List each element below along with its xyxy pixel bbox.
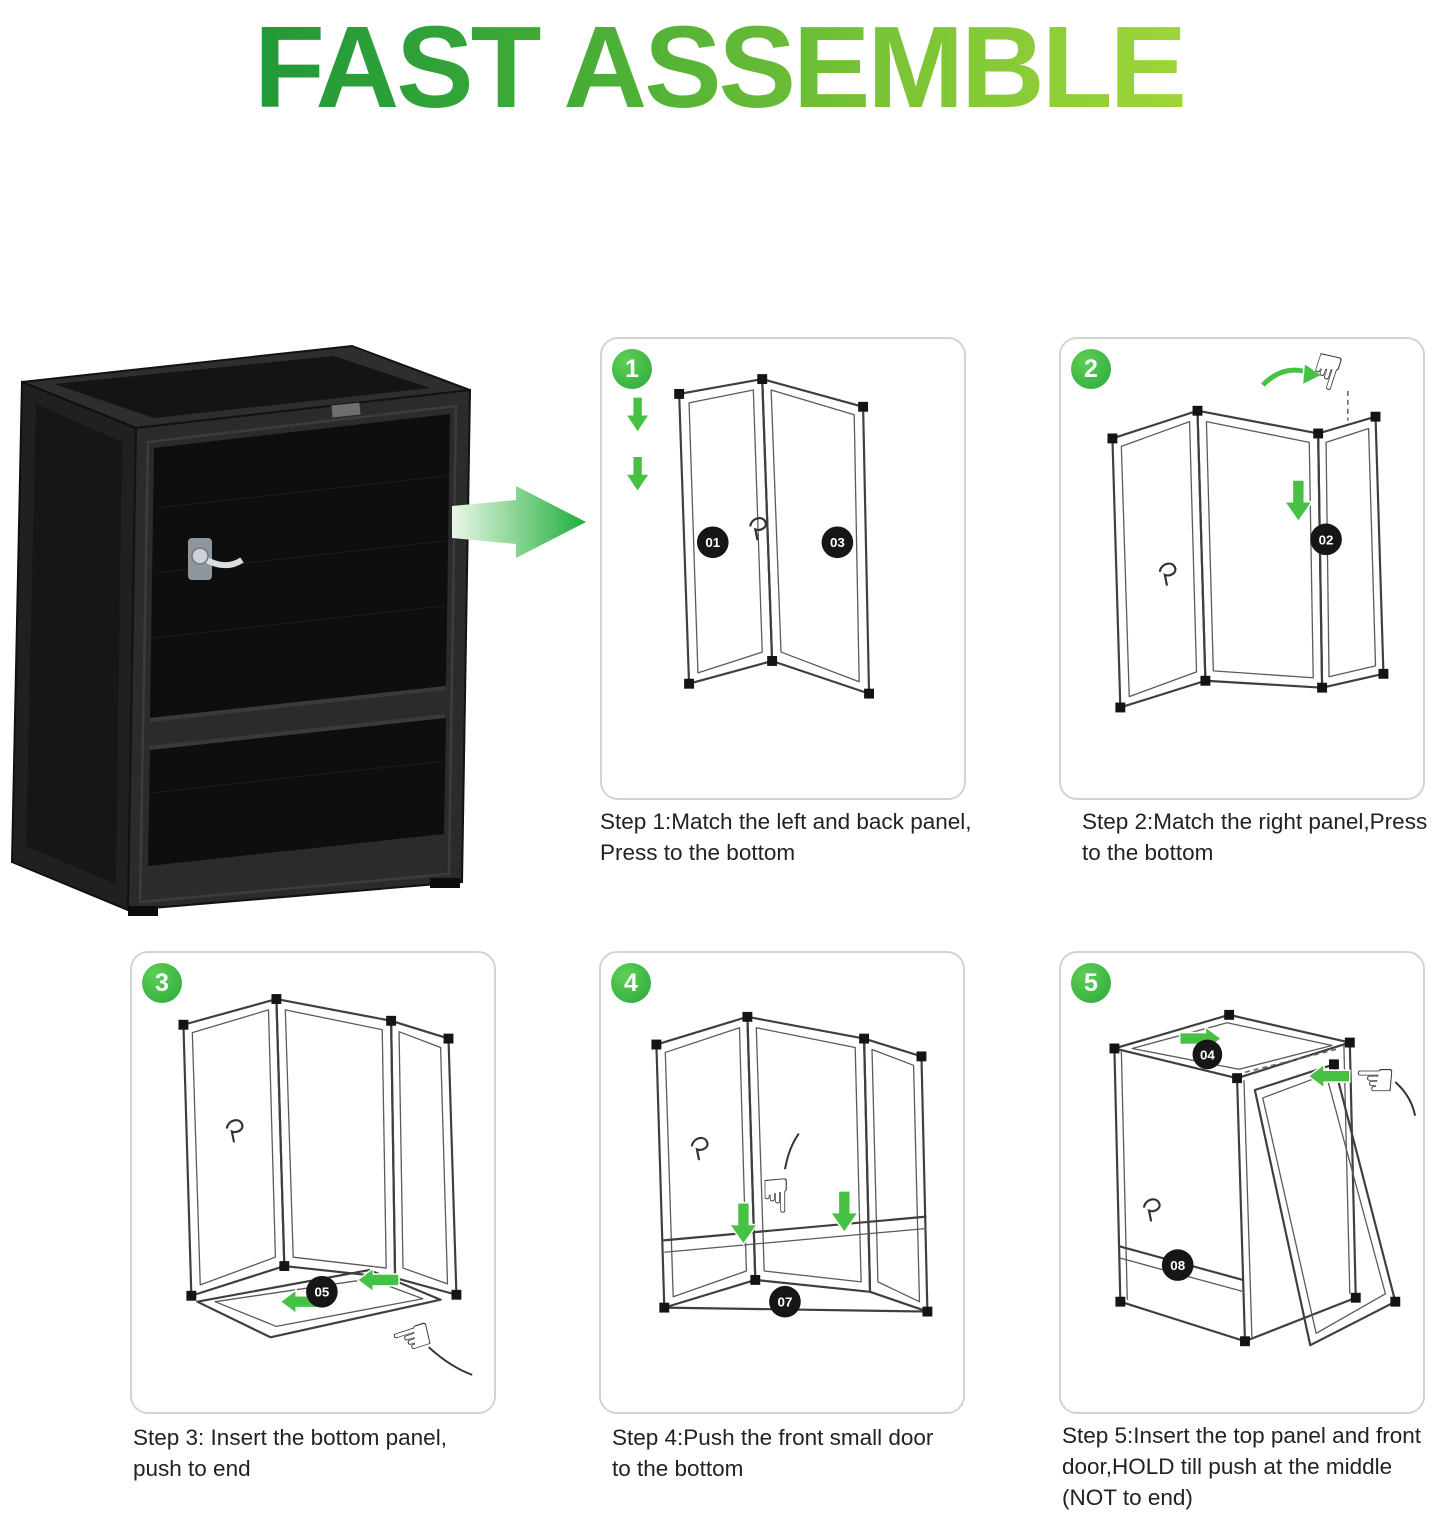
svg-text:03: 03 [830, 535, 845, 550]
upper-mesh-panel [150, 414, 450, 718]
panel-left [182, 997, 286, 1297]
press-down-arrows [728, 1190, 860, 1246]
caption-line: Step 2:Match the right panel,Press [1082, 809, 1428, 834]
caption-line: (NOT to end) [1062, 1485, 1193, 1510]
press-down-arrows [624, 396, 651, 494]
wrist-line [428, 1346, 473, 1376]
corner-connectors [1109, 1009, 1401, 1347]
step-5-badge: 5 [1071, 963, 1111, 1003]
corner-connectors [178, 994, 462, 1301]
panel-right [390, 1019, 458, 1296]
panel-back [761, 378, 871, 695]
caption-line: push to end [133, 1456, 251, 1481]
corner-connectors [651, 1011, 933, 1317]
cage-front-door [126, 388, 472, 912]
step-4-badge: 4 [611, 963, 651, 1003]
step-card-1: 1 01 03 [600, 337, 966, 800]
caption-line: door,HOLD till push at the middle [1062, 1454, 1393, 1479]
panel-back [1196, 409, 1324, 689]
svg-text:08: 08 [1170, 1258, 1185, 1273]
press-down-arrow [1283, 479, 1314, 523]
page-title: FAST ASSEMBLE [0, 0, 1438, 134]
panel-left [678, 378, 774, 685]
caption-line: Step 5:Insert the top panel and front [1062, 1423, 1422, 1448]
insert-guide-line [1244, 1047, 1341, 1073]
corner-connectors [1107, 405, 1389, 713]
caption-line: Step 1:Match the left and back panel, [600, 809, 972, 834]
latch-hook-icon [690, 1136, 709, 1161]
caption-line: Step 4:Push the front small door [612, 1425, 934, 1450]
part-label-01: 01 [696, 526, 729, 559]
cage-left-face [10, 380, 138, 912]
svg-text:02: 02 [1319, 532, 1334, 547]
latch-hook-icon [1158, 562, 1177, 586]
step-2-badge: 2 [1071, 349, 1111, 389]
hand-icon: ☜ [384, 1307, 441, 1371]
step-2-illustration: ☟ 02 [1107, 343, 1389, 713]
curved-arrow-head [1301, 361, 1324, 387]
step-2-caption: Step 2:Match the right panel,Press to th… [1082, 806, 1438, 868]
panel-left [655, 1015, 757, 1309]
hinge [331, 402, 361, 418]
caption-line: Step 3: Insert the bottom panel, [133, 1425, 447, 1450]
step-3-illustration: ☜ 05 [178, 994, 473, 1376]
svg-text:05: 05 [314, 1285, 329, 1300]
panel-left [1111, 409, 1207, 709]
caption-line: to the bottom [612, 1456, 744, 1481]
right-arrow-icon [452, 486, 586, 558]
part-label-07: 07 [769, 1285, 801, 1318]
svg-text:04: 04 [1200, 1047, 1215, 1062]
hand-icon: ☟ [1304, 343, 1348, 402]
step-card-3: 3 ☜ [130, 951, 496, 1414]
part-label-03: 03 [821, 526, 854, 559]
step-5-caption: Step 5:Insert the top panel and front do… [1062, 1420, 1438, 1513]
step-1-caption: Step 1:Match the left and back panel, Pr… [600, 806, 1010, 868]
svg-text:07: 07 [778, 1295, 793, 1310]
step-card-5: 5 [1059, 951, 1425, 1414]
step-3-caption: Step 3: Insert the bottom panel, push to… [133, 1422, 533, 1484]
step-card-4: 4 ☟ [599, 951, 965, 1414]
top-panel [1113, 1013, 1351, 1080]
corner-connectors [674, 374, 874, 699]
step-4-illustration: ☟ 07 [651, 1011, 933, 1318]
step-1-badge: 1 [612, 349, 652, 389]
panel-back [275, 997, 397, 1280]
part-label-08: 08 [1161, 1249, 1194, 1281]
latch-hook-icon [225, 1119, 244, 1143]
latch [188, 538, 244, 580]
step-1-illustration: 01 03 [624, 374, 874, 699]
wrist-line [783, 1132, 800, 1170]
part-label-05: 05 [306, 1275, 338, 1308]
box-frame [1113, 1042, 1357, 1343]
feet [128, 878, 460, 916]
step-card-2: 2 ☟ 02 [1059, 337, 1425, 800]
latch-hook-icon [749, 516, 767, 541]
part-label-04: 04 [1192, 1039, 1223, 1070]
svg-text:01: 01 [705, 535, 720, 550]
hand-icon: ☟ [761, 1171, 790, 1224]
latch-hook-icon [1142, 1198, 1161, 1222]
caption-line: to the bottom [1082, 840, 1214, 865]
step-4-caption: Step 4:Push the front small door to the … [612, 1422, 992, 1484]
part-label-02: 02 [1310, 523, 1342, 556]
panel-right [863, 1037, 929, 1313]
step-3-badge: 3 [142, 963, 182, 1003]
caption-line: Press to the bottom [600, 840, 796, 865]
hand-icon: ☜ [1354, 1054, 1397, 1107]
panel-back [746, 1015, 872, 1293]
product-photo [10, 344, 472, 916]
step-5-illustration: ☜ 04 08 [1109, 1009, 1417, 1347]
lower-mesh-panel [148, 718, 446, 866]
wrist-line [1394, 1081, 1417, 1116]
